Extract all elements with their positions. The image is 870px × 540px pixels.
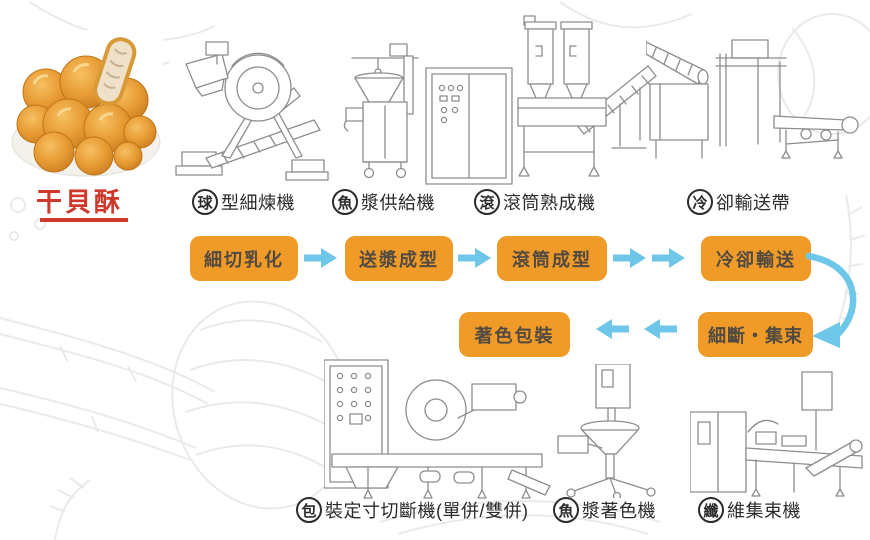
flow-step-feed-forming: 送漿成型 xyxy=(345,236,453,281)
flow-step-cut-emulsify: 細切乳化 xyxy=(190,236,298,281)
machine-label-text: 維集束機 xyxy=(727,501,801,521)
circled-char-badge: 包 xyxy=(296,497,322,523)
flow-arrow-curved-down xyxy=(806,252,857,348)
circled-char-badge: 魚 xyxy=(553,497,579,523)
machine-label-text: 裝定寸切斷機(單併/雙併) xyxy=(325,501,529,521)
machine-illustration-paste-supply xyxy=(338,42,430,180)
machine-illustration-cooling-conveyor xyxy=(646,28,868,164)
machine-illustration-ball-refiner xyxy=(172,38,330,186)
machine-label-text: 漿著色機 xyxy=(582,501,656,521)
flow-arrow-left xyxy=(644,319,677,339)
circled-char-badge: 球 xyxy=(192,189,218,215)
machine-label-text: 型細煉機 xyxy=(221,193,295,213)
flow-arrow-right xyxy=(613,248,646,268)
flow-arrow-right xyxy=(652,248,685,268)
machine-label-text: 漿供給機 xyxy=(361,193,435,213)
label-cooling-conveyor: 冷 卻輸送帶 xyxy=(687,189,790,215)
machine-illustration-packaging-cutter xyxy=(324,358,552,500)
page-title: 干貝酥 xyxy=(36,187,124,217)
machine-illustration-paste-coloring xyxy=(556,364,668,498)
label-paste-coloring: 魚 漿著色機 xyxy=(553,497,656,523)
label-drum-curing: 滾 滾筒熟成機 xyxy=(474,189,596,215)
fried-snack-image xyxy=(11,37,161,177)
circled-char-badge: 魚 xyxy=(332,189,358,215)
flow-step-drum-forming: 滾筒成型 xyxy=(497,236,607,281)
machine-illustration-fiber-bundling xyxy=(690,370,866,498)
flow-step-cooling: 冷卻輸送 xyxy=(701,236,811,281)
label-paste-supply: 魚 漿供給機 xyxy=(332,189,435,215)
machine-illustration-drum-curing xyxy=(424,12,658,190)
flow-step-cut-bundle: 細斷・集束 xyxy=(698,312,813,357)
circled-char-badge: 滾 xyxy=(474,189,500,215)
flow-arrow-left xyxy=(596,319,629,339)
title-underline xyxy=(40,218,128,222)
label-fiber-bundling: 纖 維集束機 xyxy=(698,497,801,523)
flow-arrow-right xyxy=(458,248,491,268)
product-photo xyxy=(8,30,163,182)
flow-arrow-right xyxy=(304,248,337,268)
flow-step-color-packaging: 著色包裝 xyxy=(459,312,570,357)
label-ball-refiner: 球 型細煉機 xyxy=(192,189,295,215)
machine-label-text: 滾筒熟成機 xyxy=(503,193,596,213)
circled-char-badge: 冷 xyxy=(687,189,713,215)
label-packaging-cutter: 包 裝定寸切斷機(單併/雙併) xyxy=(296,497,529,523)
circled-char-badge: 纖 xyxy=(698,497,724,523)
machine-label-text: 卻輸送帶 xyxy=(716,193,790,213)
